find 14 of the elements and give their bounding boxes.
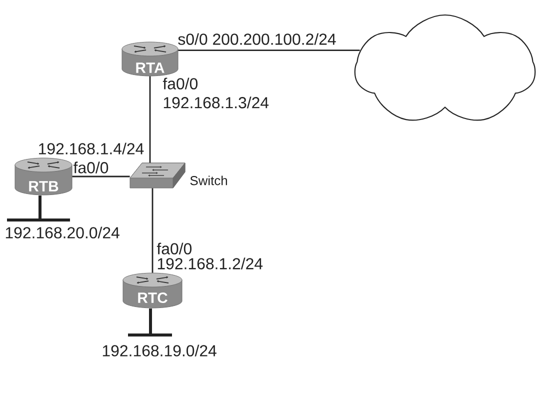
connection-line: [72, 176, 130, 178]
router: RTC: [122, 272, 182, 308]
connection-line: [152, 188, 154, 273]
device-label: Switch: [190, 176, 227, 186]
cloud: [354, 14, 536, 121]
network-address: 192.168.20.0/24: [6, 226, 120, 238]
network-address: 192.168.19.0/24: [102, 344, 216, 356]
connection-line: [149, 76, 151, 163]
router: RTB: [14, 158, 72, 196]
edge-label: fa0/0 192.168.1.3/24: [162, 78, 269, 108]
edge-label: fa0/0 192.168.1.2/24: [156, 242, 263, 270]
connection-line: [178, 50, 360, 52]
edge-label: s0/0 200.200.100.2/24: [178, 33, 336, 45]
router: RTA: [122, 42, 178, 76]
